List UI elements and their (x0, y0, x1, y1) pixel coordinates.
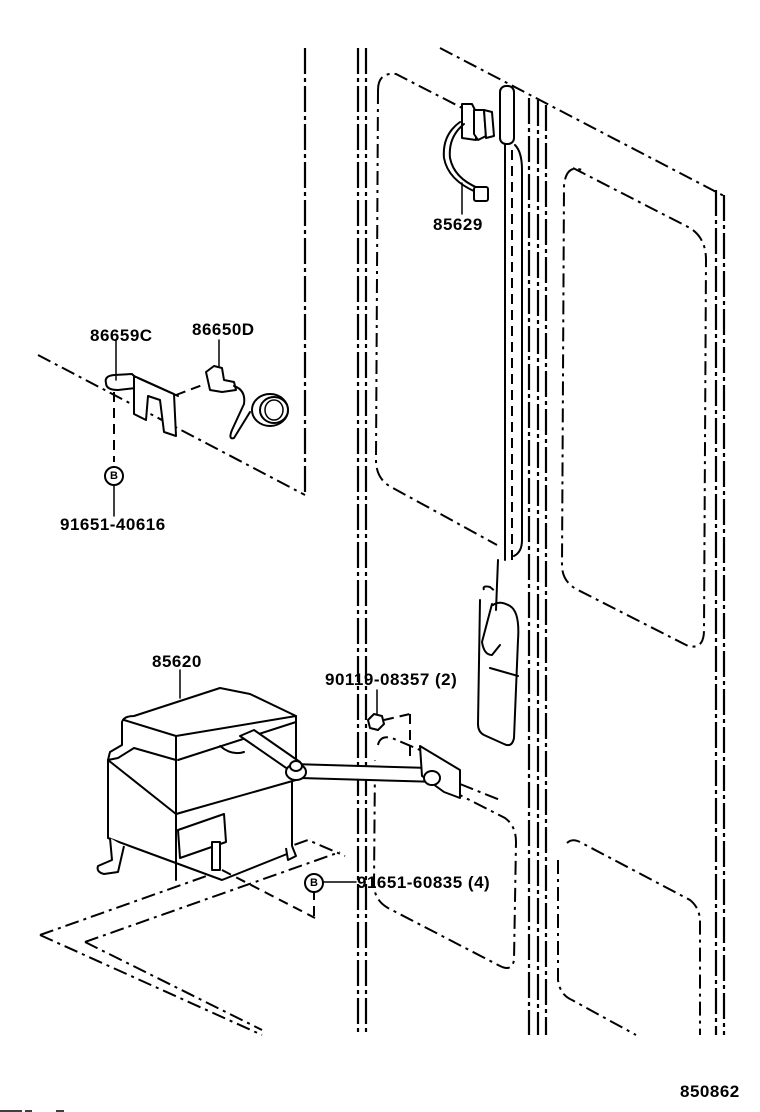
part-85620-link-arm (239, 689, 501, 801)
part-85620-control-unit (96, 669, 297, 881)
phantom-window-right-upper (560, 167, 708, 648)
ref-symbol-b-icon: B (304, 873, 324, 893)
callout-85620[interactable]: 85620 (152, 652, 202, 671)
phantom-pillar-lines (356, 48, 726, 1035)
phantom-window-left (374, 72, 498, 546)
part-86650D-buzzer (205, 339, 289, 440)
phantom-panel-upper-left (37, 48, 307, 496)
part-85629-clamp (442, 103, 495, 215)
callout-91651-40616[interactable]: 91651-40616 (60, 515, 166, 534)
phantom-window-right-lower (557, 839, 701, 1036)
callout-91651-60835[interactable]: 91651-60835 (4) (357, 873, 491, 892)
part-86659C-bracket (104, 339, 206, 462)
ref-symbol-b-icon: B (104, 466, 124, 486)
antenna-pad (477, 559, 520, 747)
callout-90119-08357[interactable]: 90119-08357 (2) (325, 670, 458, 689)
part-91651-60835-leader (221, 869, 357, 919)
phantom-window-middle-lower (372, 736, 518, 969)
callout-86659C[interactable]: 86659C (90, 326, 153, 345)
callout-85629[interactable]: 85629 (433, 215, 483, 234)
callout-86650D[interactable]: 86650D (192, 320, 255, 339)
antenna-rod (499, 85, 523, 561)
phantom-floor (39, 838, 346, 1036)
illustration-number: 850862 (680, 1082, 740, 1101)
